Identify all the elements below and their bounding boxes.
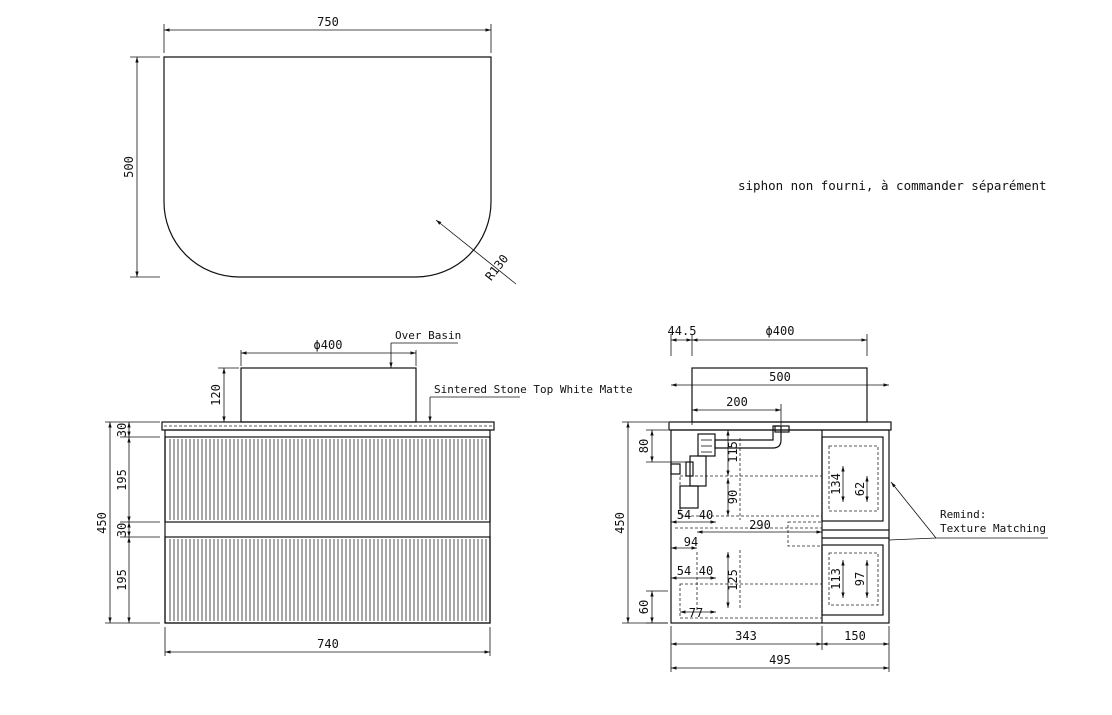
top-view: 750 500 R130 bbox=[122, 15, 517, 285]
upper-drawer-front bbox=[164, 436, 491, 523]
top-width-label: 750 bbox=[317, 15, 339, 29]
side-94-label: 94 bbox=[684, 535, 698, 549]
siphon-note: siphon non fourni, à commander séparémen… bbox=[738, 178, 1047, 193]
lower-drawer-box bbox=[821, 544, 884, 616]
front-gap-label: 30 bbox=[115, 523, 129, 537]
side-134-label: 134 bbox=[829, 473, 843, 495]
side-125-label: 125 bbox=[726, 569, 740, 591]
side-basin-width-label: 500 bbox=[769, 370, 791, 384]
front-basin-height-label: 120 bbox=[209, 384, 223, 406]
side-upper-54-label: 54 bbox=[677, 508, 691, 522]
side-97-label: 97 bbox=[853, 572, 867, 586]
side-290-label: 290 bbox=[749, 518, 771, 532]
sintered-note: Sintered Stone Top White Matte bbox=[434, 383, 633, 396]
side-trap-offset-label: 200 bbox=[726, 395, 748, 409]
side-view: 44.5 ϕ400 500 200 bbox=[613, 324, 1048, 672]
remind-leader bbox=[890, 481, 937, 539]
side-60-label: 60 bbox=[637, 600, 651, 614]
side-lower-40-label: 40 bbox=[699, 564, 713, 578]
front-drawer2-label: 195 bbox=[115, 569, 129, 591]
side-upper-40-label: 40 bbox=[699, 508, 713, 522]
front-drawer1-label: 195 bbox=[115, 469, 129, 491]
side-total-height-label: 450 bbox=[613, 512, 627, 534]
side-113-label: 113 bbox=[829, 568, 843, 590]
side-495-label: 495 bbox=[769, 653, 791, 667]
side-62-label: 62 bbox=[853, 482, 867, 496]
side-150-label: 150 bbox=[844, 629, 866, 643]
side-lower-54-label: 54 bbox=[677, 564, 691, 578]
top-depth-label: 500 bbox=[122, 156, 136, 178]
over-basin-note: Over Basin bbox=[395, 329, 461, 342]
lower-drawer-flutes bbox=[169, 539, 487, 621]
side-77-label: 77 bbox=[689, 606, 703, 620]
upper-drawer-flutes bbox=[169, 439, 487, 520]
front-view: ϕ400 Over Basin 120 Sintered Stone Top W… bbox=[95, 329, 633, 656]
side-basin-dia-label: ϕ400 bbox=[766, 324, 795, 338]
front-basin-dia-label: ϕ400 bbox=[314, 338, 343, 352]
side-80-label: 80 bbox=[637, 439, 651, 453]
vessel-basin bbox=[240, 367, 417, 423]
front-width-label: 740 bbox=[317, 637, 339, 651]
side-cabinet bbox=[670, 429, 890, 624]
remind-note: Remind: bbox=[940, 508, 986, 521]
side-offset-label: 44.5 bbox=[668, 324, 697, 338]
radius-label: R130 bbox=[482, 252, 511, 283]
countertop-outline bbox=[163, 56, 492, 278]
radius-leader bbox=[435, 219, 517, 285]
side-115-label: 115 bbox=[726, 441, 740, 463]
texture-note: Texture Matching bbox=[940, 522, 1046, 535]
front-total-height-label: 450 bbox=[95, 512, 109, 534]
lower-drawer-front bbox=[164, 536, 491, 624]
siphon-trap bbox=[670, 425, 790, 509]
side-90-label: 90 bbox=[726, 490, 740, 504]
side-343-label: 343 bbox=[735, 629, 757, 643]
front-top-thk-label: 30 bbox=[115, 423, 129, 437]
